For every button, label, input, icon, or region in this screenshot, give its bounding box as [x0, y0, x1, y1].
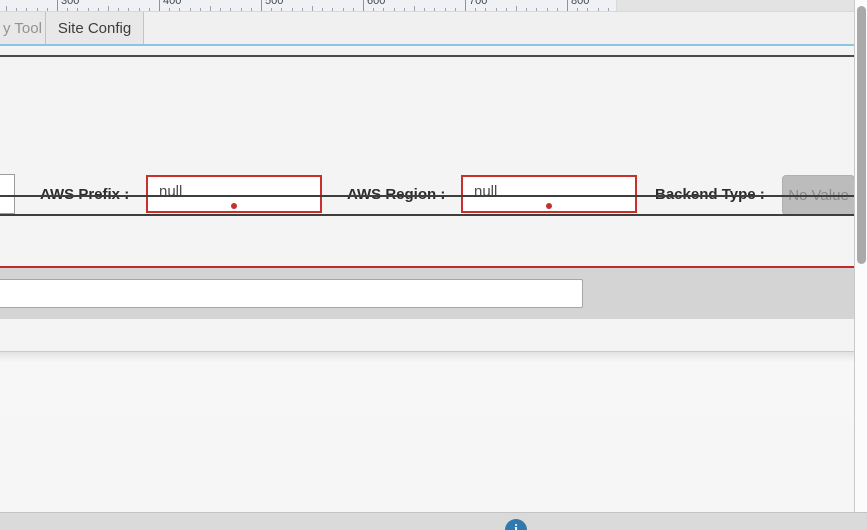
- ruler-tick: [220, 8, 221, 11]
- wide-text-input[interactable]: [0, 279, 583, 308]
- ruler-tick: [485, 8, 486, 11]
- ruler-tick: [128, 8, 129, 11]
- aws-region-label: AWS Region :: [347, 186, 445, 203]
- section-divider-top: [0, 55, 854, 58]
- ruler-tick: [37, 8, 38, 11]
- ruler-tick: [312, 6, 313, 11]
- ruler-label: 500: [265, 0, 284, 7]
- tab-site-config[interactable]: Site Config: [46, 12, 144, 44]
- ruler-tick: [526, 8, 527, 11]
- ruler-tick: [598, 8, 599, 11]
- ruler-tick: [77, 8, 78, 11]
- ruler-tick: [363, 0, 364, 11]
- tab-underline: [0, 44, 854, 46]
- ruler-label: 600: [367, 0, 386, 7]
- row-divider-2: [0, 214, 854, 216]
- ruler-label: 800: [571, 0, 590, 7]
- ruler-tick: [281, 8, 282, 11]
- backend-type-label: Backend Type :: [655, 186, 765, 203]
- tab-y-tool[interactable]: y Tool: [0, 12, 46, 44]
- ruler-tick: [353, 8, 354, 11]
- ruler-tick: [404, 8, 405, 11]
- ruler-tick: [230, 8, 231, 11]
- ruler-tick: [567, 0, 568, 11]
- ruler-tick: [98, 8, 99, 11]
- ruler-tick: [332, 8, 333, 11]
- ruler-tick: [251, 8, 252, 11]
- footer-bar: [0, 512, 867, 530]
- validation-error-dot: [231, 203, 237, 209]
- ruler-tick: [577, 8, 578, 11]
- ruler-tick: [608, 8, 609, 11]
- tab-bar: y Tool Site Config: [0, 11, 854, 44]
- aws-region-field-wrap: [461, 175, 637, 213]
- ruler-tick: [26, 8, 27, 11]
- ruler-tick: [322, 8, 323, 11]
- ruler-tick: [179, 8, 180, 11]
- ruler-tick: [455, 8, 456, 11]
- ruler-tick: [465, 0, 466, 11]
- ruler-tick: [557, 8, 558, 11]
- ruler-tick: [516, 6, 517, 11]
- ruler-tick: [536, 8, 537, 11]
- ruler-tick: [343, 8, 344, 11]
- ruler-tick: [57, 0, 58, 11]
- row-divider-1: [0, 195, 854, 197]
- scrollbar-thumb[interactable]: [857, 6, 866, 264]
- ruler-tick: [149, 8, 150, 11]
- info-icon-glyph: i: [514, 521, 518, 530]
- ruler-tick: [434, 8, 435, 11]
- tab-y-tool-label: y Tool: [3, 19, 42, 37]
- validation-error-dot: [546, 203, 552, 209]
- lower-panel: [0, 351, 854, 512]
- ruler-tick: [241, 8, 242, 11]
- ruler-tick: [16, 8, 17, 11]
- ruler-tick: [445, 8, 446, 11]
- aws-prefix-field-wrap: [146, 175, 322, 213]
- vertical-scrollbar[interactable]: [854, 0, 867, 512]
- ruler-tick: [67, 8, 68, 11]
- ruler-tick: [6, 6, 7, 11]
- ruler-tick: [200, 8, 201, 11]
- ruler-tick: [210, 6, 211, 11]
- ruler-tick: [302, 8, 303, 11]
- ruler-tick: [373, 8, 374, 11]
- ruler-tick: [424, 8, 425, 11]
- config-form-row: AWS Prefix : AWS Region : Backend Type :…: [0, 57, 855, 215]
- ruler-tick: [88, 8, 89, 11]
- ruler-tick: [383, 8, 384, 11]
- ruler-tick: [159, 0, 160, 11]
- ruler: 300 400 500 600 700 800: [0, 0, 617, 11]
- ruler-right-fill: [617, 0, 854, 11]
- tab-site-config-label: Site Config: [57, 19, 132, 37]
- partial-left-input[interactable]: [0, 174, 15, 214]
- aws-prefix-label: AWS Prefix :: [40, 186, 129, 203]
- ruler-tick: [496, 8, 497, 11]
- ruler-tick: [47, 8, 48, 11]
- ruler-tick: [394, 8, 395, 11]
- error-divider-line: [0, 266, 854, 268]
- ruler-tick: [190, 8, 191, 11]
- ruler-tick: [261, 0, 262, 11]
- ruler-tick: [587, 8, 588, 11]
- ruler-tick: [271, 8, 272, 11]
- ruler-tick: [139, 8, 140, 11]
- ruler-label: 300: [61, 0, 80, 7]
- ruler-tick: [547, 8, 548, 11]
- ruler-label: 400: [163, 0, 182, 7]
- ruler-tick: [118, 8, 119, 11]
- input-band: [0, 268, 854, 319]
- info-icon[interactable]: i: [505, 519, 527, 530]
- ruler-tick: [292, 8, 293, 11]
- ruler-label: 700: [469, 0, 488, 7]
- ruler-tick: [475, 8, 476, 11]
- ruler-tick: [169, 8, 170, 11]
- ruler-tick: [108, 6, 109, 11]
- aws-region-input[interactable]: [461, 175, 637, 213]
- ruler-tick: [414, 6, 415, 11]
- ruler-tick: [506, 8, 507, 11]
